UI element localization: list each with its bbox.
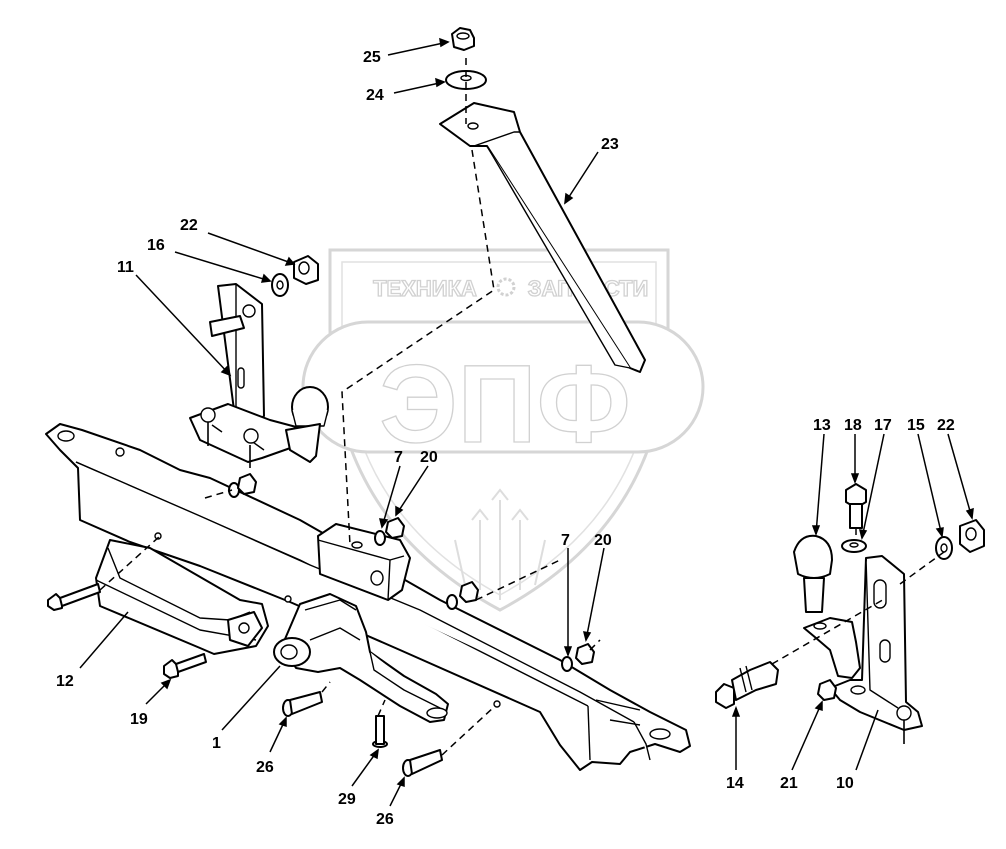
callout-1: 1 [212, 735, 221, 752]
watermark-wheat-icon [454, 488, 546, 600]
part-11-left-bracket [189, 283, 329, 468]
main-beam [45, 423, 691, 771]
part-26-bolt-a [282, 691, 323, 717]
part-18-bolt [845, 483, 867, 529]
part-16-washer [271, 273, 289, 297]
part-19-bolt [163, 653, 207, 679]
watermark-text-left: ТЕХНИКА [373, 276, 477, 301]
part-23-support-arm [439, 102, 646, 373]
assembly-center-lines [99, 58, 945, 756]
leader-lines [79, 37, 974, 807]
callout-12: 12 [56, 673, 74, 690]
callout-20-b: 20 [594, 532, 612, 549]
callout-13: 13 [813, 417, 831, 434]
nut-left-beam [237, 473, 257, 495]
callout-10: 10 [836, 775, 854, 792]
part-25-nut [451, 27, 475, 51]
callout-15: 15 [907, 417, 925, 434]
callout-19: 19 [130, 711, 148, 728]
callout-18: 18 [844, 417, 862, 434]
callout-26-a: 26 [256, 759, 274, 776]
nut-mid-beam [459, 581, 479, 603]
part-20-nut-a [385, 517, 405, 539]
watermark-logo-text: ЭПФ [379, 343, 630, 466]
callout-25: 25 [363, 49, 381, 66]
callout-16: 16 [147, 237, 165, 254]
part-1-hitch-lever [273, 593, 449, 723]
callout-21: 21 [780, 775, 798, 792]
callout-labels: 25 24 23 22 16 11 7 20 7 20 12 19 1 26 2… [56, 49, 955, 828]
beam-clamp-block [317, 523, 411, 601]
part-17-washer [841, 539, 867, 553]
part-21-nut [817, 679, 837, 701]
part-7-washer-a [374, 530, 386, 546]
watermark: ТЕХНИКА ЗАПЧАСТИ ЭПФ [301, 248, 705, 612]
callout-24: 24 [366, 87, 384, 104]
part-26-bolt-b [402, 749, 443, 777]
bolt-left [47, 583, 101, 611]
callout-29: 29 [338, 791, 356, 808]
callout-7-b: 7 [561, 532, 570, 549]
part-13-rubber-buffer [793, 534, 833, 613]
part-14-bolt [715, 661, 779, 709]
watermark-gear-icon [496, 277, 516, 297]
callout-11: 11 [117, 259, 134, 276]
callout-26-b: 26 [376, 811, 394, 828]
part-22-nut-left [293, 255, 319, 285]
callout-23: 23 [601, 136, 619, 153]
callout-14: 14 [726, 775, 744, 792]
callout-20-a: 20 [420, 449, 438, 466]
part-22-nut-right [959, 519, 985, 553]
callout-17: 17 [874, 417, 892, 434]
part-15-washer [935, 536, 953, 560]
part-10-right-bracket [803, 555, 923, 744]
callout-22-right: 22 [937, 417, 955, 434]
part-29-bolt [372, 715, 388, 748]
callout-7-a: 7 [394, 449, 403, 466]
washer-mid-beam [446, 594, 458, 610]
part-7-washer-b [561, 656, 573, 672]
part-20-nut-b [575, 643, 595, 665]
watermark-oval [301, 320, 705, 454]
part-12-lower-bracket [95, 539, 269, 655]
callout-22-left: 22 [180, 217, 198, 234]
